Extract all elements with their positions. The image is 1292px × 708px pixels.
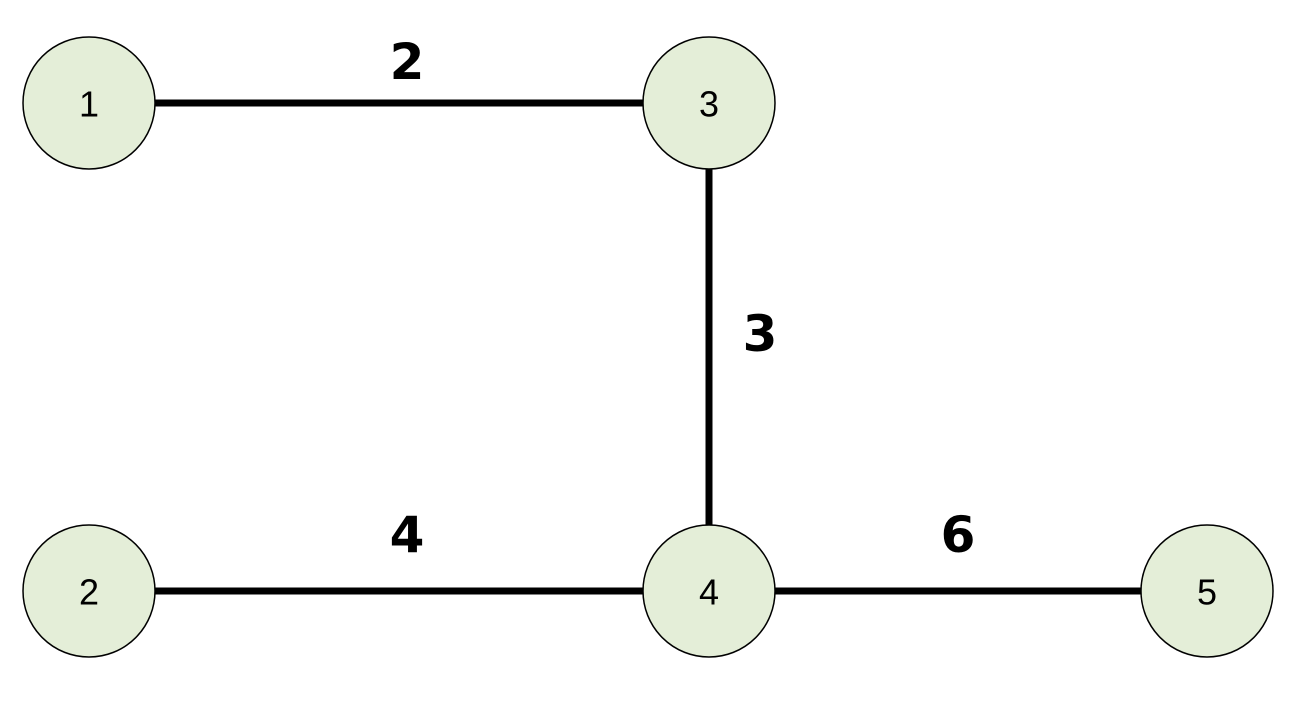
node-label: 1 xyxy=(79,84,99,125)
node-4: 4 xyxy=(642,524,776,658)
node-circle xyxy=(22,524,156,658)
node-circle xyxy=(642,36,776,170)
edge-weight-2-4: 4 xyxy=(390,506,425,564)
node-circle xyxy=(1140,524,1274,658)
node-1: 1 xyxy=(22,36,156,170)
edges-layer xyxy=(155,99,1142,595)
edge-weight-1-3: 2 xyxy=(390,33,425,91)
node-label: 3 xyxy=(699,84,719,125)
node-circle xyxy=(22,36,156,170)
node-2: 2 xyxy=(22,524,156,658)
edge-weights-layer: 2 3 4 6 xyxy=(390,33,976,564)
node-5: 5 xyxy=(1140,524,1274,658)
edge-weight-3-4: 3 xyxy=(743,305,778,363)
node-label: 5 xyxy=(1197,572,1217,613)
node-label: 2 xyxy=(79,572,99,613)
node-label: 4 xyxy=(699,572,719,613)
node-circle xyxy=(642,524,776,658)
nodes-layer: 1 2 3 4 5 xyxy=(22,36,1274,658)
node-3: 3 xyxy=(642,36,776,170)
edge-weight-4-5: 6 xyxy=(941,506,976,564)
